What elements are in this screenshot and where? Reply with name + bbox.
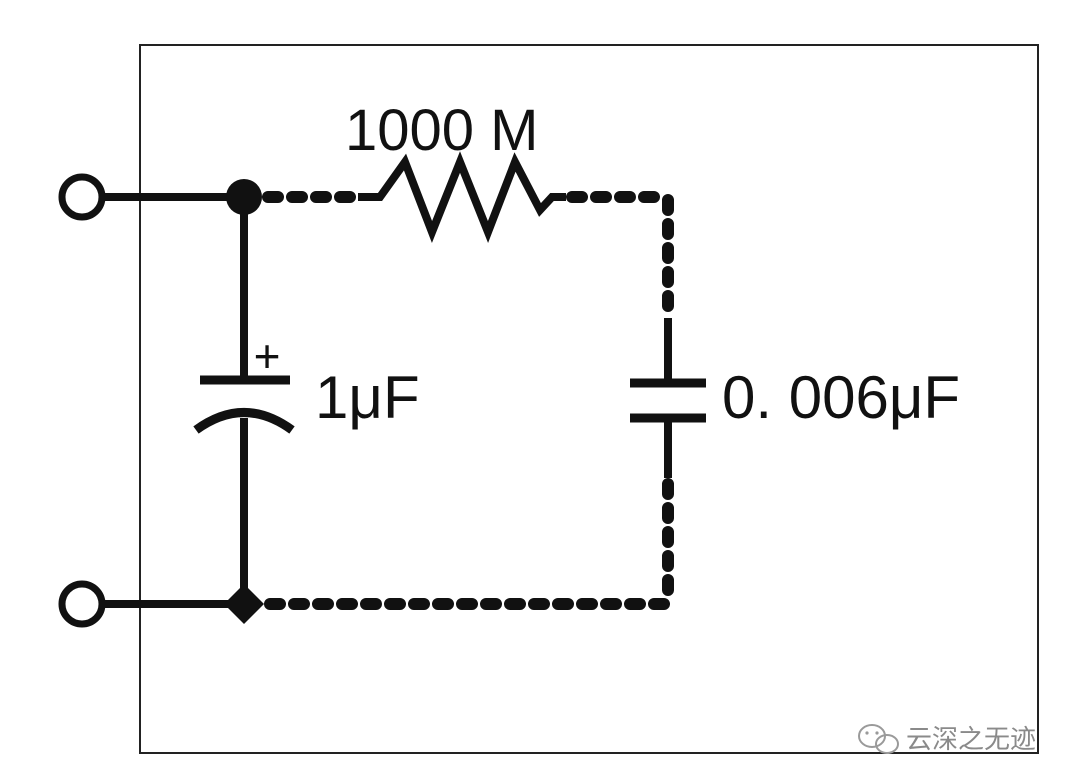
resistor-zigzag: [358, 151, 566, 243]
watermark-text: 云深之无迹: [906, 725, 1036, 755]
watermark: 云深之无迹: [858, 724, 1036, 755]
small-capacitor-label: 0. 006μF: [722, 364, 960, 431]
wechat-icon: [858, 724, 899, 754]
main-capacitor-polarity: +: [254, 330, 281, 382]
bottom-terminal: [58, 580, 106, 628]
main-capacitor-label: 1μF: [315, 364, 420, 431]
diagram-frame: [139, 44, 1039, 754]
top-terminal: [58, 173, 106, 221]
resistor-label: 1000 M: [345, 98, 538, 163]
main-capacitor-curved-plate: [193, 408, 295, 434]
